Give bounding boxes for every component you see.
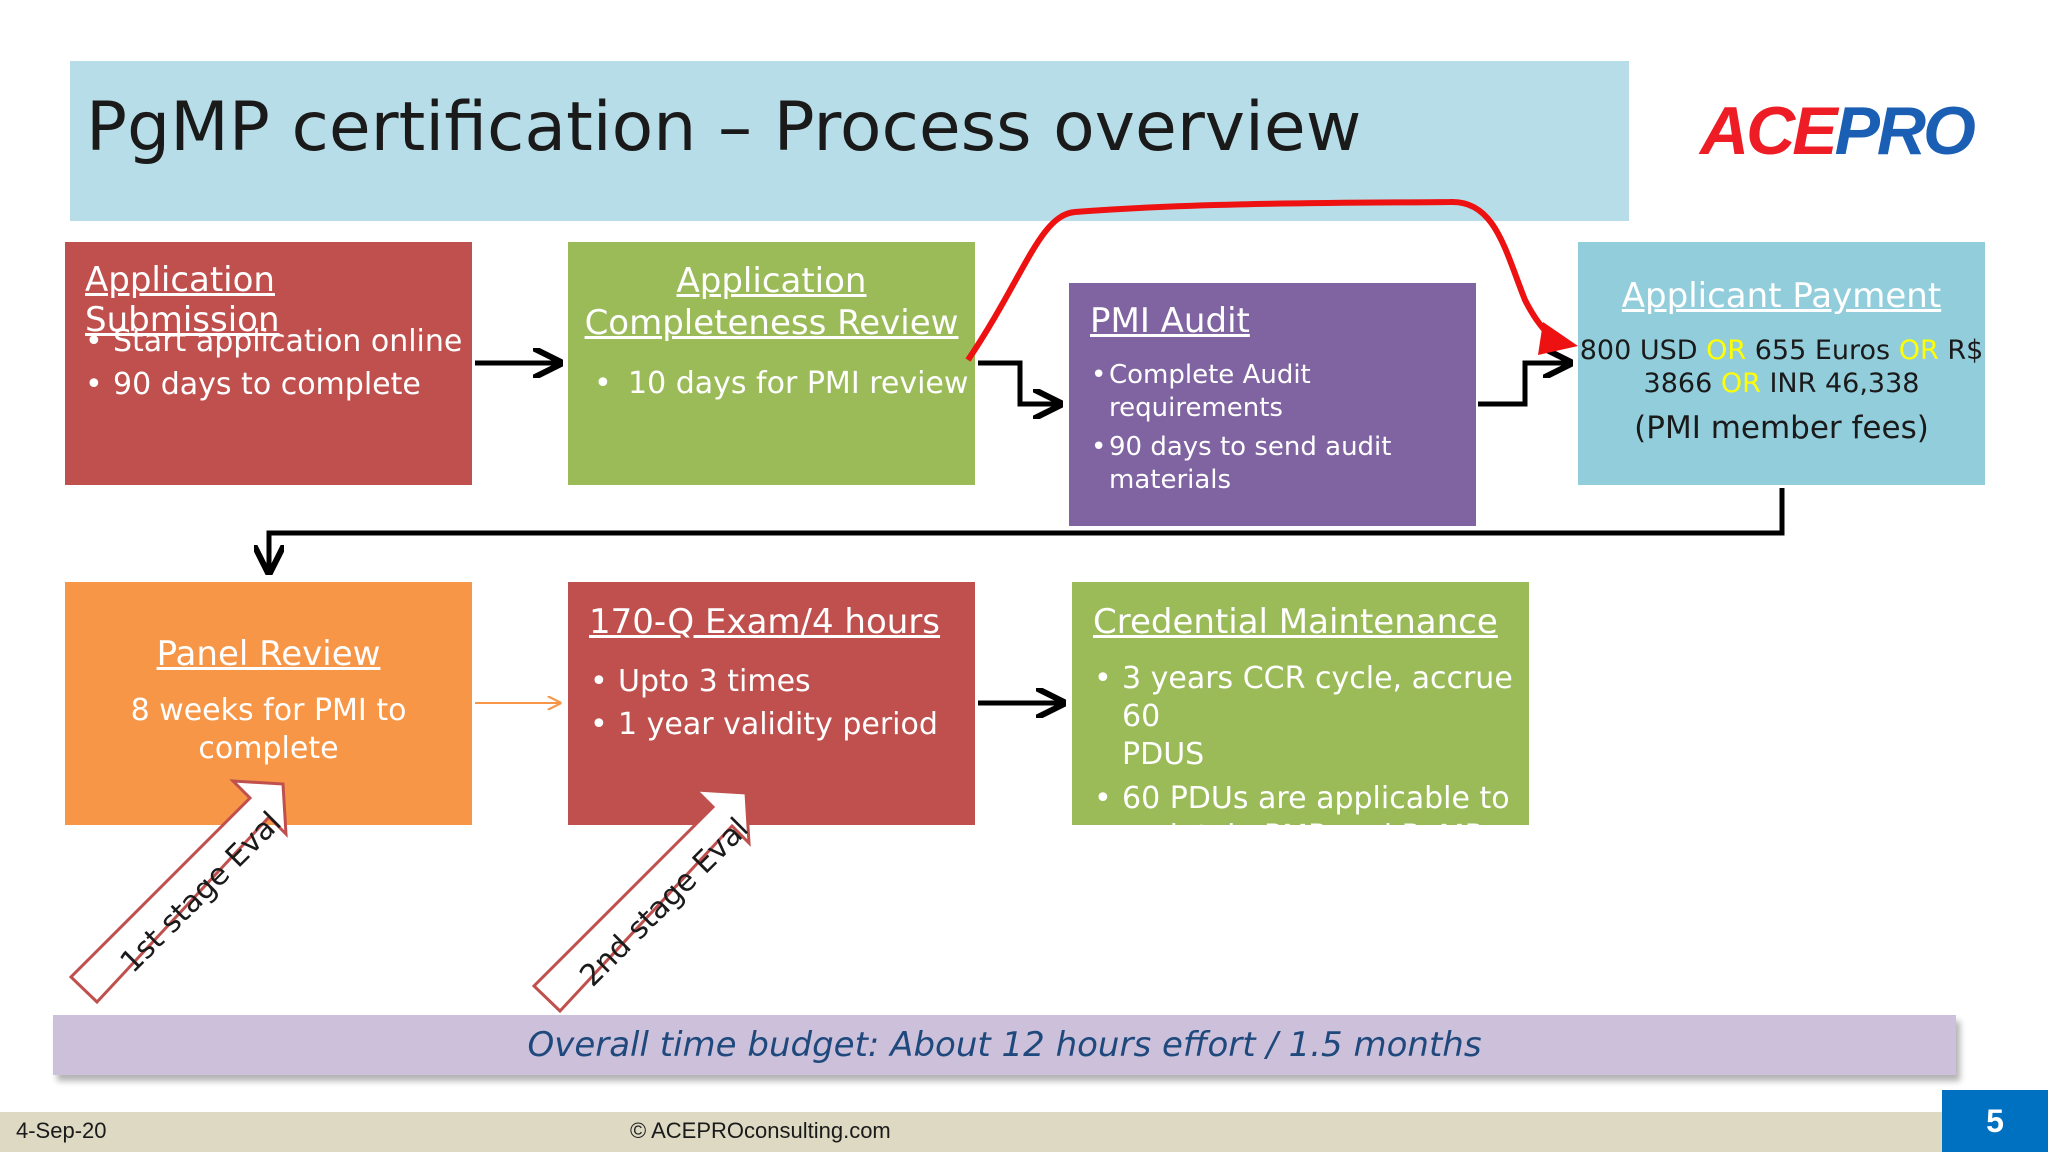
amount-inr: INR 46,338 <box>1769 368 1920 399</box>
arrow-audit-to-payment <box>1478 363 1570 407</box>
bullet: 10 days for PMI review <box>594 366 968 401</box>
amount-brl-currency: R$ <box>1947 335 1984 366</box>
time-budget-text: Overall time budget: About 12 hours effo… <box>527 1025 1482 1065</box>
step-title: Applicant Payment <box>1621 276 1942 316</box>
bullet-line: 90 days to send audit <box>1109 432 1392 462</box>
bullet: Upto 3 times <box>590 660 938 703</box>
bullet-line: PDUS <box>1122 737 1205 772</box>
bullet-line: 3 years CCR cycle, accrue 60 <box>1122 661 1513 734</box>
or-word: OR <box>1720 368 1761 399</box>
step-application-submission: Application Submission Start application… <box>65 242 472 485</box>
stage2-eval-arrow <box>531 788 751 1014</box>
arrow-payment-to-panel <box>269 488 1785 572</box>
step-applicant-payment: Applicant Payment 800 USD OR 655 Euros O… <box>1578 242 1985 485</box>
step-credential-maintenance: Credential Maintenance 3 years CCR cycle… <box>1072 582 1529 854</box>
slide-title: PgMP certification – Process overview <box>86 88 1362 167</box>
amount-eur: 655 Euros <box>1754 335 1891 366</box>
bullet: 1 year validity period <box>590 703 938 746</box>
bullet-line: Complete Audit <box>1109 360 1311 390</box>
page-number: 5 <box>1942 1090 2048 1152</box>
stage1-eval-arrow <box>68 779 288 1005</box>
slide-date: 4-Sep-20 <box>16 1118 107 1143</box>
title-bar <box>70 61 1629 221</box>
bullet-line: 60 PDUs are applicable to <box>1122 781 1510 816</box>
highlight-red-arrow <box>965 198 1557 362</box>
amount-brl: 3866 <box>1643 368 1713 399</box>
member-fees: (PMI member fees) <box>1634 410 1929 446</box>
or-word: OR <box>1706 335 1747 366</box>
step-title: 170-Q Exam/4 hours <box>589 602 941 642</box>
bullet-line: requirements <box>1109 393 1283 423</box>
bullet: Start application online <box>85 320 462 363</box>
text-line: complete <box>198 731 339 766</box>
title-line: Application <box>676 261 867 301</box>
step-exam: 170-Q Exam/4 hours Upto 3 times 1 year v… <box>568 582 975 825</box>
amount-usd: 800 USD <box>1579 335 1698 366</box>
footer-bar <box>0 1112 1942 1152</box>
payment-amounts: 800 USD OR 655 Euros OR R$ 3866 OR INR 4… <box>1578 334 1985 400</box>
bullet: 90 days to complete <box>85 363 462 406</box>
logo-ace: ACE <box>1700 93 1838 169</box>
bullet-line: materials <box>1109 465 1232 495</box>
step-title: PMI Audit <box>1090 301 1250 341</box>
arrow-review-to-audit <box>978 360 1060 404</box>
logo-pro: PRO <box>1834 93 1976 169</box>
step-title: Credential Maintenance <box>1093 602 1498 642</box>
or-word: OR <box>1898 335 1939 366</box>
step-title: Panel Review <box>156 634 381 674</box>
highlight-red-arrowhead <box>1538 322 1578 355</box>
acepro-logo: ACEPRO <box>1700 92 1976 170</box>
copyright: © ACEPROconsulting.com <box>630 1118 891 1143</box>
bullet-line: maintain PMP and PgMP <box>1122 819 1483 854</box>
text-line: 8 weeks for PMI to <box>130 693 407 728</box>
title-line: Completeness Review <box>584 303 959 343</box>
time-budget-bar: Overall time budget: About 12 hours effo… <box>53 1015 1956 1075</box>
